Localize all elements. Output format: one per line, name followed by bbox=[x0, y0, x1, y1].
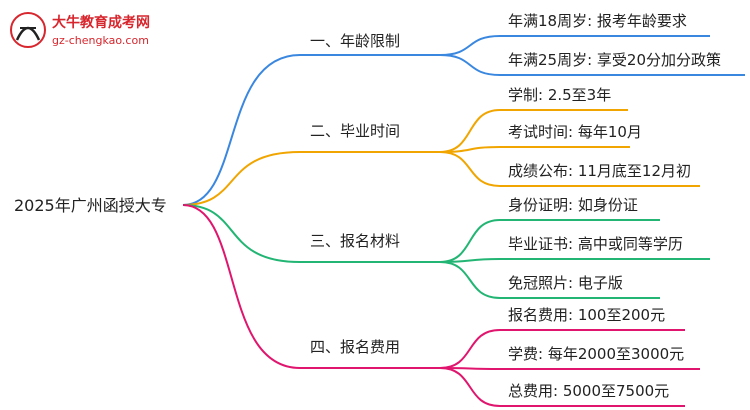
leaf-label: 年满25周岁: 享受20分加分政策 bbox=[508, 51, 721, 69]
leaf-label: 学制: 2.5至3年 bbox=[508, 86, 612, 104]
branch-connector bbox=[182, 151, 440, 206]
branch-connector bbox=[182, 54, 440, 206]
logo-mark-icon bbox=[10, 12, 46, 48]
branch-connector bbox=[182, 204, 440, 369]
leaf-connector bbox=[439, 329, 685, 369]
leaf-connector bbox=[439, 219, 660, 263]
leaf-connector bbox=[439, 35, 710, 56]
site-logo: 大牛教育成考网 gz-chengkao.com bbox=[8, 10, 178, 52]
leaf-connector bbox=[439, 367, 700, 370]
branch-connector bbox=[182, 204, 440, 263]
logo-title: 大牛教育成考网 bbox=[52, 15, 150, 31]
leaf-label: 身份证明: 如身份证 bbox=[508, 196, 638, 214]
leaf-connector bbox=[439, 151, 700, 187]
leaf-label: 学费: 每年2000至3000元 bbox=[508, 345, 685, 363]
leaf-connector bbox=[439, 367, 685, 407]
leaf-connector bbox=[439, 146, 630, 153]
branch-label: 四、报名费用 bbox=[310, 338, 401, 356]
leaf-label: 成绩公布: 11月底至12月初 bbox=[508, 162, 691, 180]
leaf-connector bbox=[439, 54, 745, 76]
leaf-label: 总费用: 5000至7500元 bbox=[508, 382, 670, 400]
logo-url: gz-chengkao.com bbox=[52, 34, 149, 47]
root-node: 2025年广州函授大专 bbox=[14, 196, 167, 215]
leaf-label: 毕业证书: 高中或同等学历 bbox=[508, 235, 683, 253]
leaf-label: 考试时间: 每年10月 bbox=[508, 123, 642, 141]
leaf-label: 报名费用: 100至200元 bbox=[508, 306, 666, 324]
branch-label: 二、毕业时间 bbox=[310, 122, 401, 140]
leaf-label: 免冠照片: 电子版 bbox=[508, 274, 623, 292]
branch-label: 一、年龄限制 bbox=[310, 32, 401, 50]
leaf-connector bbox=[439, 258, 710, 263]
leaf-label: 年满18周岁: 报考年龄要求 bbox=[508, 12, 687, 30]
leaf-connector bbox=[439, 109, 628, 153]
branch-label: 三、报名材料 bbox=[310, 232, 401, 250]
leaf-connector bbox=[439, 261, 660, 299]
